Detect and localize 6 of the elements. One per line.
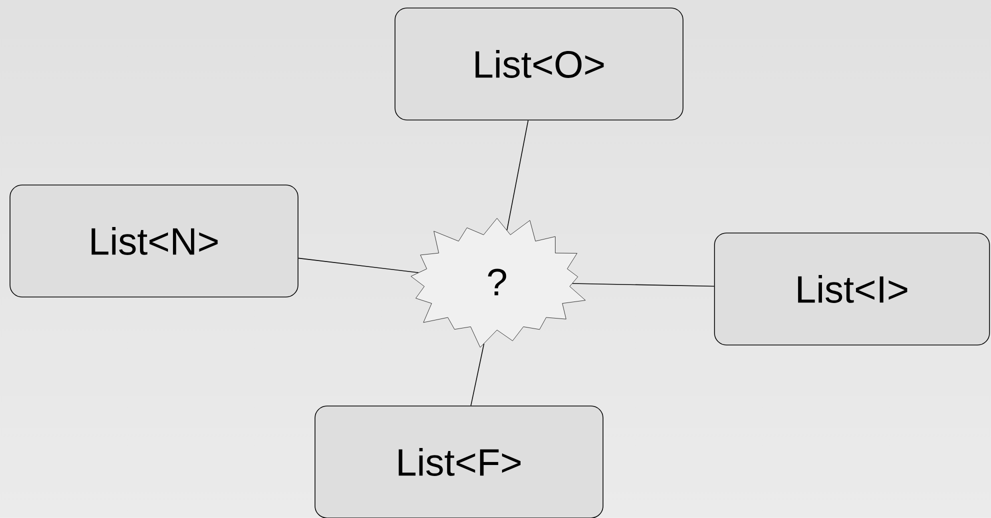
list-box: List<I> xyxy=(714,232,990,346)
connector-line xyxy=(298,258,419,273)
list-box: List<N> xyxy=(10,184,298,298)
list-box: List<O> xyxy=(394,8,684,120)
connector-line xyxy=(470,343,484,406)
list-box: List<F> xyxy=(314,406,604,518)
